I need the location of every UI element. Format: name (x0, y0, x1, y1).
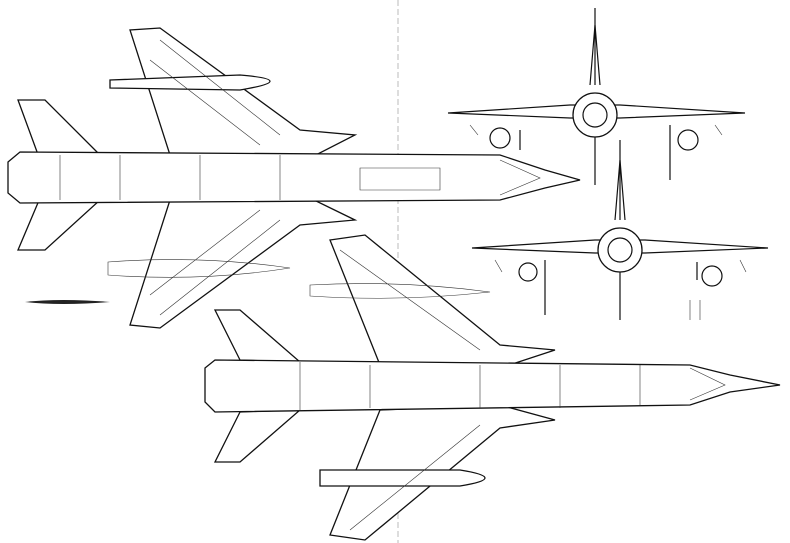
lower-drop-tank (319, 469, 486, 487)
upper-tailplane-top (17, 99, 102, 161)
scale-bar (25, 300, 110, 304)
upper-fuselage (7, 151, 581, 204)
upper-drop-tank (109, 74, 271, 91)
lower-tailplane-top (213, 309, 302, 363)
upper-wing-top (129, 27, 358, 159)
plan-view-lower (204, 234, 781, 541)
upper-tailplane-bottom (17, 197, 102, 251)
lower-fuselage (204, 359, 781, 413)
lower-tailplane-bottom (213, 409, 302, 463)
plan-view-upper (7, 27, 581, 329)
front-view-lower (471, 140, 769, 320)
front-view-upper (447, 8, 746, 185)
lower-wing-top (329, 234, 556, 369)
upper-wing-bottom (129, 197, 358, 329)
